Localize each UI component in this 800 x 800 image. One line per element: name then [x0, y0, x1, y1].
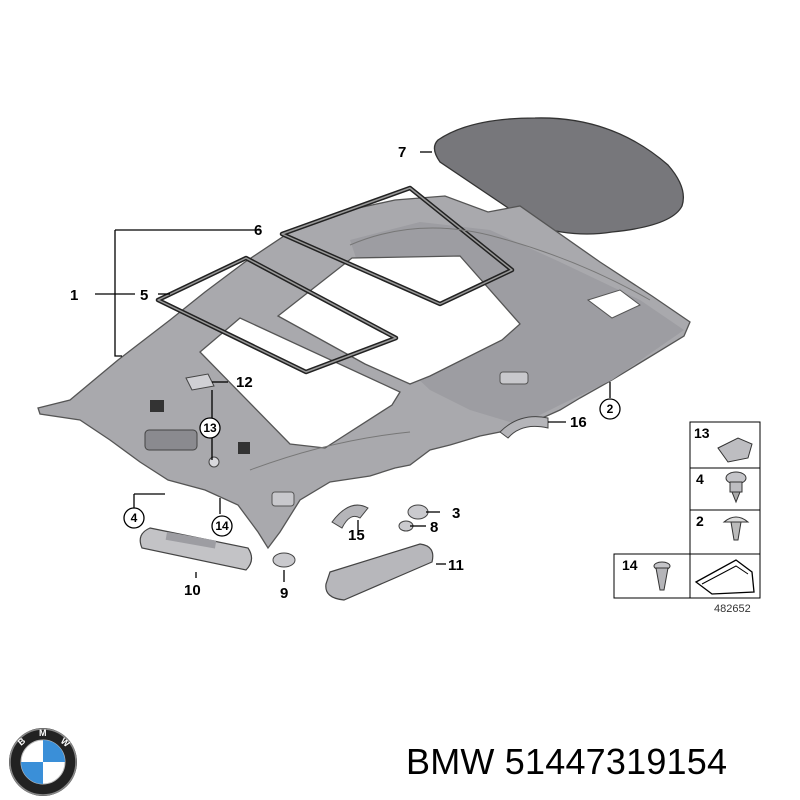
bmw-logo: B M W — [9, 728, 77, 796]
legend-row-2: 2 — [696, 513, 704, 529]
part-12-bracket — [185, 373, 215, 391]
callout-6: 6 — [254, 222, 262, 239]
callout-9: 9 — [280, 585, 288, 602]
clip-13-icon — [717, 437, 753, 463]
legend-row-14: 14 — [622, 557, 638, 573]
fastener-legend: 13 4 2 14 482652 — [613, 421, 761, 615]
svg-text:4: 4 — [131, 511, 138, 525]
callout-8: 8 — [430, 519, 438, 536]
callout-3: 3 — [452, 505, 460, 522]
legend-row-4: 4 — [696, 471, 704, 487]
clip-4-icon — [725, 471, 747, 504]
screw-14-icon — [653, 561, 671, 591]
callout-13-circled: 13 — [199, 417, 221, 439]
part-9-clip — [272, 552, 296, 568]
parts-diagram: 1 5 6 7 12 16 3 8 15 11 10 9 13 2 4 14 1… — [37, 117, 761, 615]
callout-16: 16 — [570, 414, 587, 431]
part-11-sun-visor — [325, 543, 434, 601]
interior-trim-line — [349, 227, 651, 301]
callout-10: 10 — [184, 582, 201, 599]
lamp-recess — [271, 491, 295, 507]
clip-square — [238, 442, 250, 454]
lamp-recess — [499, 371, 529, 385]
rear-window-cutout — [586, 289, 641, 319]
part-16-grab-handle — [499, 416, 549, 439]
interior-trim-line — [249, 431, 411, 471]
front-sunroof-opening — [199, 317, 401, 449]
visor-mirror — [165, 531, 217, 549]
svg-text:2: 2 — [607, 402, 614, 416]
part-number-caption: BMW 51447319154 — [406, 741, 728, 782]
svg-text:14: 14 — [215, 519, 229, 533]
callout-2-circled: 2 — [599, 398, 621, 420]
callout-1: 1 — [70, 287, 78, 304]
callout-11: 11 — [448, 557, 464, 574]
legend-row-13: 13 — [694, 425, 710, 441]
svg-text:B: B — [16, 735, 28, 747]
svg-text:M: M — [39, 728, 47, 738]
callout-12: 12 — [236, 374, 253, 391]
part-10-sun-visor — [139, 527, 253, 571]
grab-handle-recess — [144, 429, 198, 451]
callout-15: 15 — [348, 527, 365, 544]
part-15-grab-handle — [331, 504, 369, 529]
rear-sunroof-opening — [276, 255, 521, 385]
callout-7: 7 — [398, 144, 406, 161]
part-13-clip — [208, 456, 220, 468]
callout-5: 5 — [140, 287, 148, 304]
diagram-id: 482652 — [714, 603, 751, 615]
part-3-clip — [407, 504, 429, 520]
clip-square — [150, 400, 164, 412]
clip-2-icon — [722, 516, 750, 541]
callout-14-circled: 14 — [211, 515, 233, 537]
svg-text:13: 13 — [203, 421, 217, 435]
callout-4-circled: 4 — [123, 507, 145, 529]
